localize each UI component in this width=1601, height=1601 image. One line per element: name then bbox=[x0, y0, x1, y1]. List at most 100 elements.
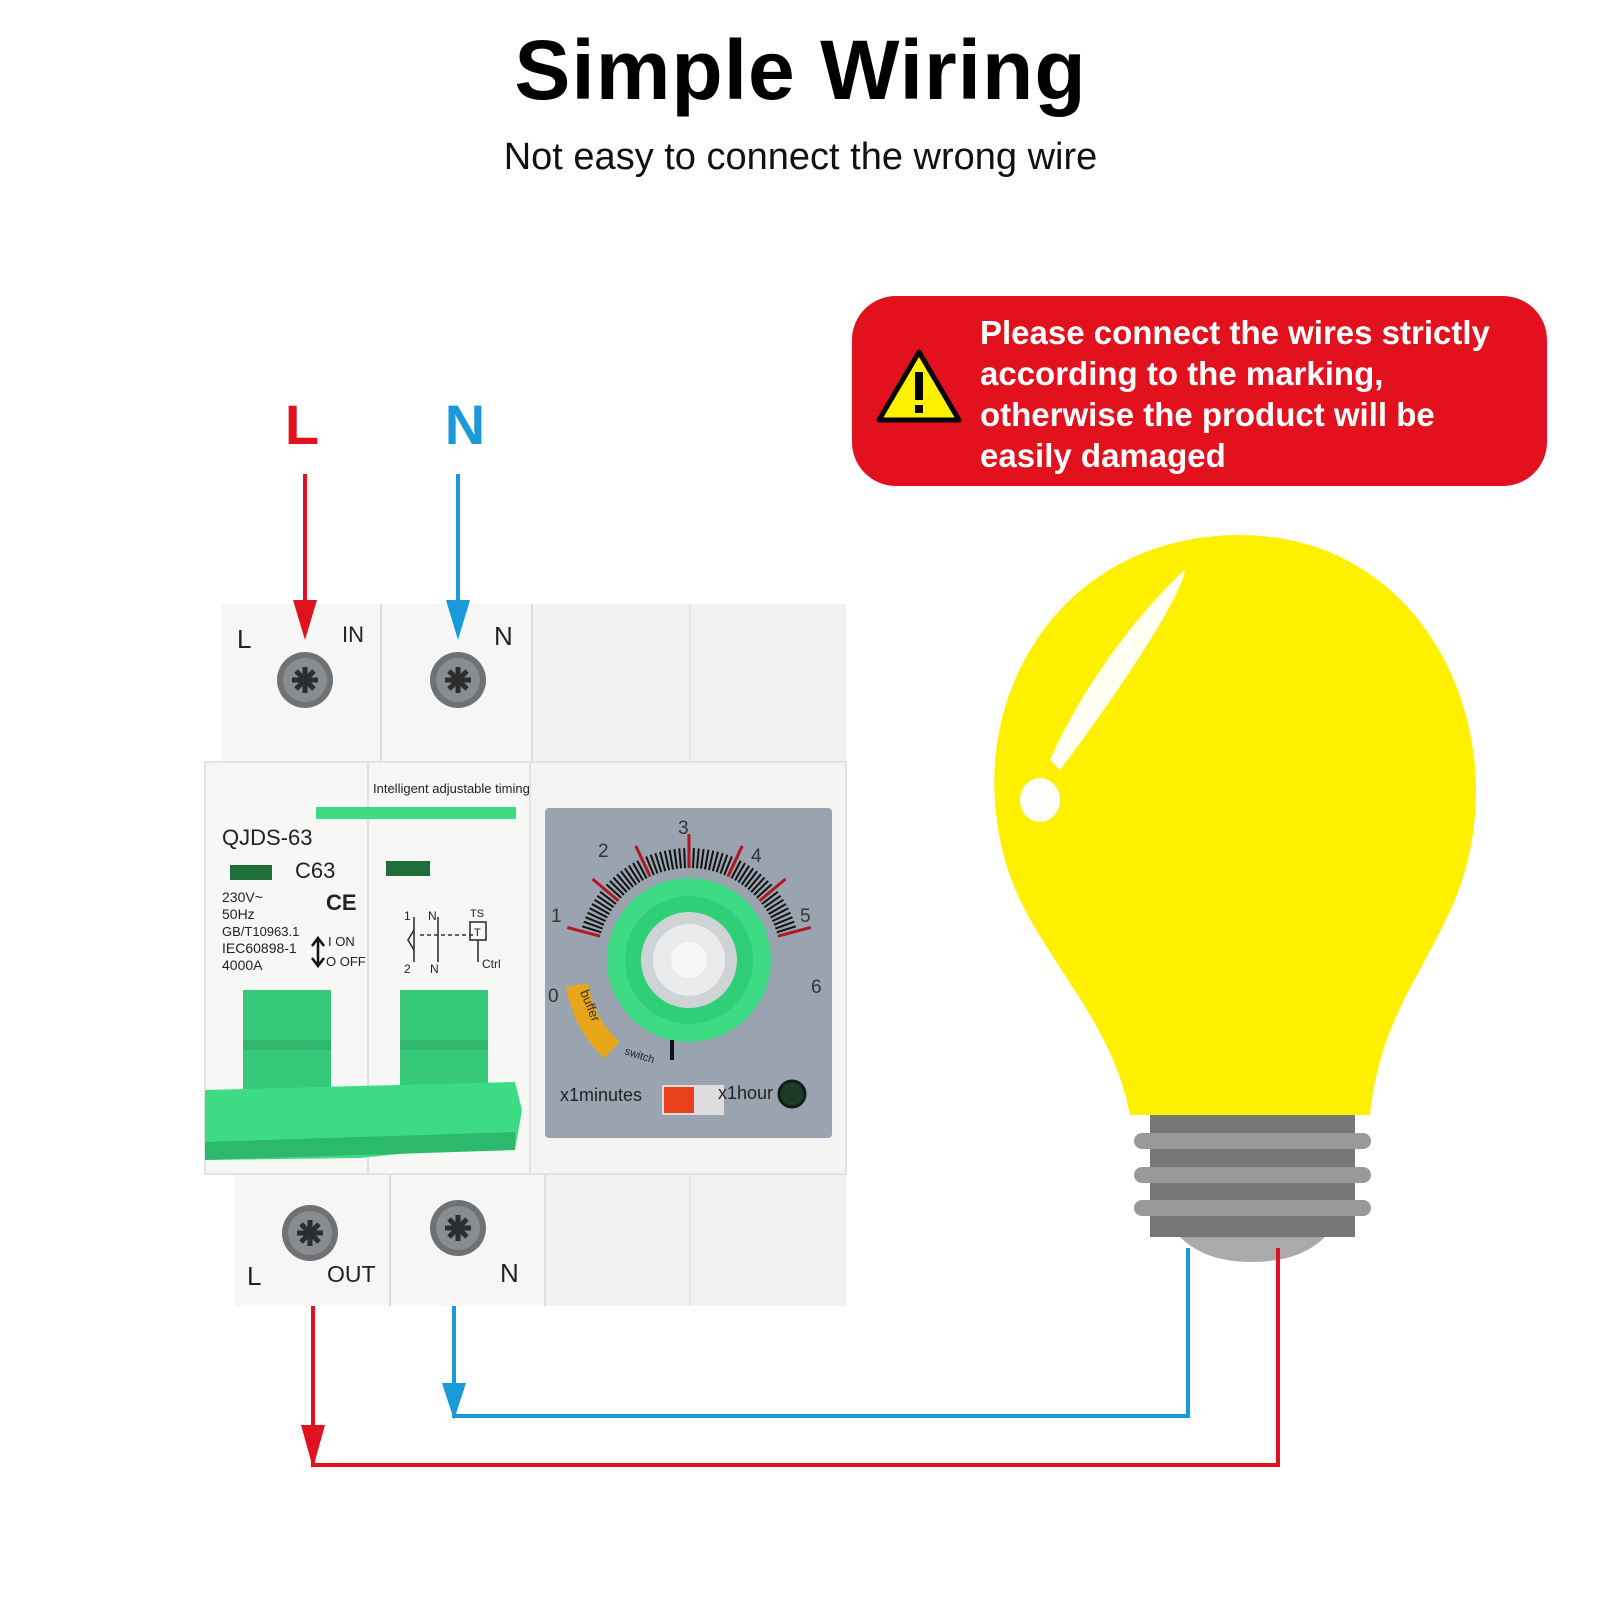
dial-scale-4: 4 bbox=[751, 846, 762, 867]
dial-tick bbox=[623, 867, 638, 886]
neutral-input-arrow bbox=[446, 600, 470, 640]
dial-scale-0: 0 bbox=[548, 986, 559, 1007]
minutes-label: x1minutes bbox=[560, 1085, 642, 1105]
dial-tick bbox=[583, 920, 603, 930]
terminal-bottom-n-label: N bbox=[500, 1258, 519, 1288]
dial-tick bbox=[744, 870, 758, 888]
schematic-1-label: 1 bbox=[404, 909, 411, 923]
spec-line-1: 230V~ bbox=[222, 889, 263, 905]
dial-tick bbox=[750, 876, 766, 893]
dial-tick bbox=[730, 860, 742, 879]
live-output-arrow bbox=[301, 1425, 325, 1468]
dial-tick bbox=[753, 880, 769, 896]
ce-mark: CE bbox=[326, 890, 357, 915]
off-label: O OFF bbox=[326, 954, 366, 969]
neutral-output-arrow bbox=[442, 1383, 466, 1420]
dial-tick bbox=[673, 848, 678, 869]
spec-line-3: GB/T10963.1 bbox=[222, 924, 299, 939]
dial-tick bbox=[703, 849, 710, 870]
schematic-n-bottom-label: N bbox=[430, 962, 439, 976]
dial-tick bbox=[726, 845, 744, 878]
dial-tick bbox=[683, 848, 686, 869]
warning-line-3: otherwise the product will be bbox=[980, 396, 1435, 433]
dial-tick bbox=[747, 873, 762, 891]
dial-tick bbox=[740, 867, 755, 886]
dial-tick bbox=[678, 848, 682, 869]
page-title: Simple Wiring bbox=[514, 23, 1087, 117]
live-wire-label: L bbox=[285, 393, 319, 456]
dial-tick bbox=[715, 852, 724, 873]
dial-tick bbox=[692, 848, 695, 869]
dial-tick bbox=[566, 925, 601, 938]
dial-tick bbox=[659, 851, 667, 872]
timer-breaker-device bbox=[204, 604, 847, 1306]
dial-scale-3: 3 bbox=[678, 818, 689, 839]
dial-tick bbox=[596, 894, 615, 909]
dial-tick bbox=[612, 876, 628, 893]
dial-tick bbox=[594, 898, 612, 912]
dial-tick bbox=[758, 877, 787, 903]
dial-tick bbox=[766, 898, 784, 912]
dial-scale-6: 6 bbox=[811, 977, 822, 998]
light-bulb-icon bbox=[994, 535, 1476, 1262]
screw-top-left-icon bbox=[277, 652, 333, 708]
warning-text: Please connect the wires strictly accord… bbox=[980, 312, 1540, 476]
dial-tick bbox=[723, 856, 733, 876]
dial-tick bbox=[609, 880, 625, 896]
dial-tick bbox=[634, 845, 652, 878]
schematic-ctrl-label: Ctrl bbox=[482, 957, 501, 971]
dial-tick bbox=[776, 925, 797, 934]
terminal-top-n-label: N bbox=[494, 621, 513, 651]
dial-tick bbox=[768, 903, 787, 915]
dial-tick bbox=[627, 865, 641, 883]
warning-triangle-icon bbox=[876, 349, 962, 423]
spec-line-2: 50Hz bbox=[222, 906, 255, 922]
dial-tick bbox=[649, 854, 659, 874]
dial-tick bbox=[737, 865, 751, 883]
warning-line-2: according to the marking, bbox=[980, 355, 1384, 392]
warning-banner: Please connect the wires strictly accord… bbox=[852, 296, 1547, 486]
on-label: I ON bbox=[328, 934, 355, 949]
terminal-top-l-label: L bbox=[237, 624, 251, 654]
dial-tick bbox=[696, 848, 700, 869]
dial-tick bbox=[734, 862, 746, 881]
terminal-bottom-out-label: OUT bbox=[327, 1261, 376, 1287]
dial-tick bbox=[711, 851, 719, 872]
dial-tick bbox=[771, 911, 791, 923]
neutral-output-wire bbox=[452, 1248, 1190, 1418]
dial-tick bbox=[585, 916, 605, 926]
screw-bottom-right-icon bbox=[430, 1200, 486, 1256]
schematic-2-label: 2 bbox=[404, 962, 411, 976]
rating-label: C63 bbox=[295, 858, 335, 883]
dial-tick bbox=[763, 894, 782, 909]
dial-tick bbox=[645, 856, 655, 876]
dial-scale-1: 1 bbox=[551, 906, 562, 927]
dial-tick bbox=[719, 854, 729, 874]
dial-tick bbox=[591, 877, 620, 903]
dial-tick bbox=[616, 873, 631, 891]
warning-line-4: easily damaged bbox=[980, 437, 1226, 474]
dial-tick bbox=[632, 862, 644, 881]
dial-tick bbox=[587, 911, 607, 923]
dial-tick bbox=[775, 920, 795, 930]
dial-scale-5: 5 bbox=[800, 906, 811, 927]
neutral-wire-label: N bbox=[445, 393, 485, 456]
schematic-t-label: T bbox=[474, 927, 481, 939]
dial-tick bbox=[761, 891, 779, 905]
dial-tick bbox=[707, 850, 715, 871]
dial-tick bbox=[756, 883, 773, 899]
dial-tick bbox=[605, 883, 622, 899]
live-input-arrow bbox=[293, 600, 317, 640]
schematic-ts-label: TS bbox=[470, 908, 484, 920]
terminal-top-in-label: IN bbox=[342, 622, 364, 647]
dial-tick bbox=[700, 848, 705, 869]
hour-label: x1hour bbox=[718, 1083, 773, 1103]
dial-tick bbox=[770, 907, 789, 919]
strip-label: Intelligent adjustable timing bbox=[373, 781, 530, 796]
terminal-bottom-l-label: L bbox=[247, 1261, 261, 1291]
page-subtitle: Not easy to connect the wrong wire bbox=[503, 136, 1098, 178]
dial-tick bbox=[591, 903, 610, 915]
dial-tick bbox=[589, 907, 608, 919]
warning-line-1: Please connect the wires strictly bbox=[980, 314, 1490, 351]
